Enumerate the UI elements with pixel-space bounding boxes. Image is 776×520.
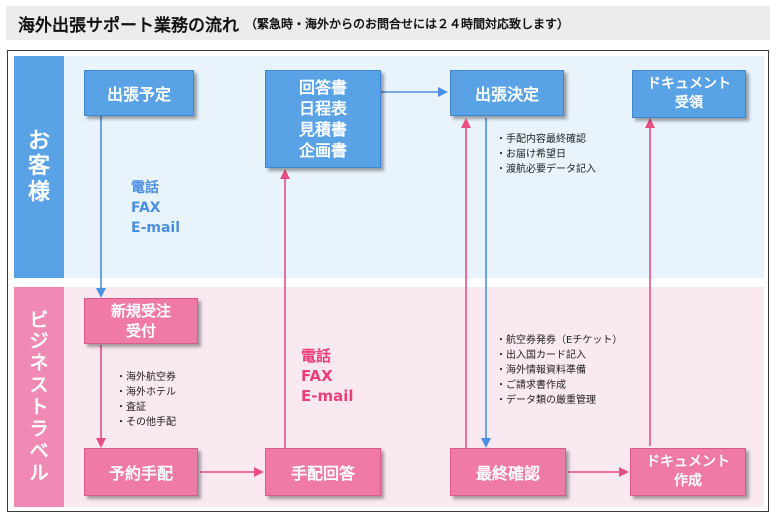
note-item: データ類の厳重管理 [496,393,622,408]
lane-label-char: 客 [27,154,50,180]
lane-label-char: お [27,129,50,155]
new-order-notes: 海外航空券 海外ホテル 査証 その他手配 [116,370,176,430]
note-item: 海外情報資料準備 [496,363,622,378]
answer-docs-box: 回答書 日程表 見積書 企画書 [265,70,381,168]
lane-label-char: 様 [27,179,50,205]
trip-decision-notes: 手配内容最終確認 お届け希望日 渡航必要データ記入 [496,132,596,177]
contact-email: E-mail [131,220,181,236]
contact-phone: 電話 [301,347,332,365]
title-bar: 海外出張サポート業務の流れ （緊急時・海外からのお問合せには２４時間対応致します… [6,6,770,40]
lane-label-char: ビ [29,308,49,331]
contact-phone: 電話 [131,180,159,196]
contact-fax: FAX [301,367,333,385]
note-item: ご請求書作成 [496,378,622,393]
customer-contact-methods: 電話 FAX E-mail [131,178,180,238]
lane-label-char: ラ [29,417,49,440]
contact-email: E-mail [301,387,354,405]
lane-label-char: ル [29,461,49,484]
page-title: 海外出張サポート業務の流れ [18,15,239,36]
lane-label-char: ス [29,374,49,397]
trip-decision-box: 出張決定 [450,70,564,116]
new-order-box: 新規受注 受付 [84,298,198,344]
final-check-box: 最終確認 [450,448,566,496]
trip-plan-box: 出張予定 [84,70,194,116]
business-lane-label: ビ ジ ネ ス ト ラ ベ ル [14,287,64,507]
page-subtitle: （緊急時・海外からのお問合せには２４時間対応致します） [245,16,570,31]
customer-lane-label: お 客 様 [14,56,64,278]
lane-label-char: ト [29,396,49,418]
business-contact-methods: 電話 FAX E-mail [301,346,354,406]
booking-box: 予約手配 [84,448,198,496]
contact-fax: FAX [131,200,161,216]
lane-label-char: ネ [29,352,49,375]
note-item: 手配内容最終確認 [496,132,596,147]
booking-answer-box: 手配回答 [265,448,381,496]
note-item: 渡航必要データ記入 [496,162,596,177]
note-item: 海外航空券 [116,370,176,385]
note-item: その他手配 [116,415,176,430]
note-item: 海外ホテル [116,385,176,400]
note-item: 出入国カード記入 [496,348,622,363]
note-item: お届け希望日 [496,147,596,162]
lane-label-char: ジ [29,330,49,353]
doc-receive-box: ドキュメント 受領 [632,70,746,118]
note-item: 査証 [116,400,176,415]
doc-create-box: ドキュメント 作成 [630,448,746,496]
lane-label-char: ベ [29,439,49,462]
final-check-notes: 航空券発券（Eチケット） 出入国カード記入 海外情報資料準備 ご請求書作成 デー… [496,333,622,408]
note-item: 航空券発券（Eチケット） [496,333,622,348]
